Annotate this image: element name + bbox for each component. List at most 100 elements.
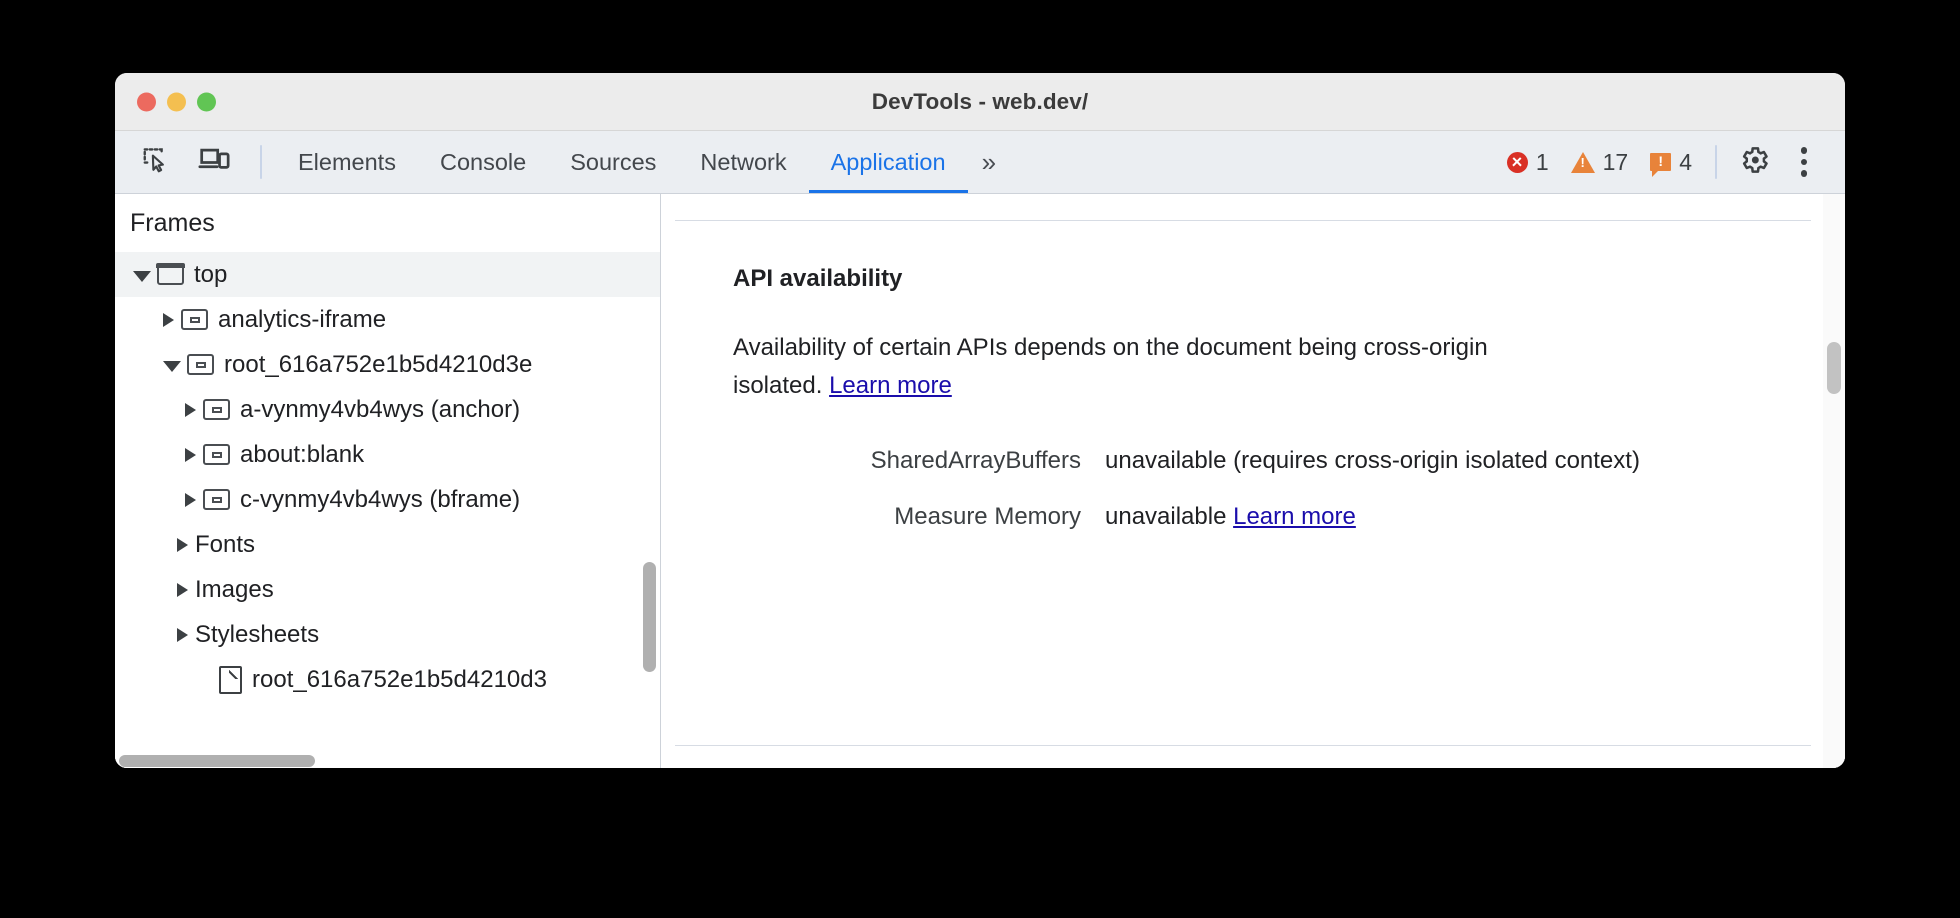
more-tabs-button[interactable]: » xyxy=(968,131,1012,193)
row-shared-array-buffers-status: unavailable xyxy=(1105,447,1227,475)
devtools-toolbar: Elements Console Sources Network Applica… xyxy=(115,131,1845,194)
window-titlebar: DevTools - web.dev/ xyxy=(115,73,1845,131)
section-description: Availability of certain APIs depends on … xyxy=(733,329,1523,404)
frame-icon xyxy=(203,489,230,510)
chevron-right-icon[interactable] xyxy=(163,312,174,327)
inspect-element-button[interactable] xyxy=(130,138,182,186)
learn-more-link-measure-memory[interactable]: Learn more xyxy=(1233,502,1356,530)
tree-item-analytics-iframe[interactable]: analytics-iframe xyxy=(115,297,660,342)
sidebar-horizontal-scrollbar-track xyxy=(115,752,660,768)
device-toolbar-button[interactable] xyxy=(188,138,240,186)
tree-item-stylesheet-file-label: root_616a752e1b5d4210d3 xyxy=(252,665,547,693)
window-title: DevTools - web.dev/ xyxy=(871,88,1089,114)
chevron-right-icon[interactable] xyxy=(177,627,188,642)
chevron-right-icon[interactable] xyxy=(177,537,188,552)
tab-sources-label: Sources xyxy=(570,148,657,175)
tab-elements-label: Elements xyxy=(298,148,396,175)
tab-console-label: Console xyxy=(439,148,527,175)
maximize-button[interactable] xyxy=(197,92,216,111)
tree-item-top[interactable]: top xyxy=(115,252,660,297)
main-menu-button[interactable] xyxy=(1779,138,1829,186)
toolbar-left-group xyxy=(115,131,276,193)
devtools-body: Frames top analytics-iframe xyxy=(115,194,1845,768)
row-shared-array-buffers-value: unavailable (requires cross-origin isola… xyxy=(1105,442,1819,479)
device-toolbar-icon xyxy=(198,145,230,180)
frame-top-icon xyxy=(156,263,185,285)
toolbar-divider-right xyxy=(1715,145,1717,179)
tab-console[interactable]: Console xyxy=(418,131,548,193)
panel-tabs: Elements Console Sources Network Applica… xyxy=(276,131,968,193)
tab-network[interactable]: Network xyxy=(678,131,808,193)
row-measure-memory-key: Measure Memory xyxy=(894,502,1081,530)
error-count: 1 xyxy=(1535,148,1549,175)
tree-item-stylesheets-label: Stylesheets xyxy=(195,620,320,648)
tree-item-anchor-frame[interactable]: a-vynmy4vb4wys (anchor) xyxy=(115,387,660,432)
tree-item-anchor-frame-label: a-vynmy4vb4wys (anchor) xyxy=(240,395,521,423)
minimize-button[interactable] xyxy=(167,92,186,111)
tree-item-about-blank[interactable]: about:blank xyxy=(115,432,660,477)
issue-icon xyxy=(1650,153,1672,177)
gear-icon xyxy=(1738,144,1770,181)
main-scroll-area: API availability Availability of certain… xyxy=(661,194,1845,768)
warning-count: 17 xyxy=(1602,148,1629,175)
inspect-element-icon xyxy=(141,145,171,180)
frames-tree: top analytics-iframe root_616a752e1b5d42… xyxy=(115,252,660,768)
tab-sources[interactable]: Sources xyxy=(548,131,678,193)
chevron-right-icon[interactable] xyxy=(185,447,196,462)
chevron-right-icon[interactable] xyxy=(177,582,188,597)
row-measure-memory: Measure Memory unavailable Learn more xyxy=(733,498,1819,535)
tree-item-stylesheet-file[interactable]: root_616a752e1b5d4210d3 xyxy=(115,657,660,702)
tree-item-analytics-iframe-label: analytics-iframe xyxy=(218,305,387,333)
settings-button[interactable] xyxy=(1729,138,1779,186)
row-measure-memory-value: unavailable Learn more xyxy=(1105,498,1819,535)
tree-item-images[interactable]: Images xyxy=(115,567,660,612)
frames-sidebar: Frames top analytics-iframe xyxy=(115,194,661,768)
tree-item-fonts-label: Fonts xyxy=(195,530,256,558)
section-title: API availability xyxy=(733,265,903,292)
toolbar-divider xyxy=(260,145,262,179)
tree-item-top-label: top xyxy=(194,260,228,288)
chevron-down-icon[interactable] xyxy=(163,360,181,372)
warning-icon xyxy=(1570,151,1595,173)
chevron-right-icon[interactable] xyxy=(185,402,196,417)
section-description-text: Availability of certain APIs depends on … xyxy=(733,334,1488,399)
application-main-panel: API availability Availability of certain… xyxy=(661,194,1845,768)
document-icon xyxy=(219,665,242,694)
tree-item-fonts[interactable]: Fonts xyxy=(115,522,660,567)
tree-item-about-blank-label: about:blank xyxy=(240,440,365,468)
sidebar-horizontal-scrollbar[interactable] xyxy=(119,755,315,767)
tab-application[interactable]: Application xyxy=(808,131,968,193)
main-vertical-scrollbar[interactable] xyxy=(1827,342,1841,394)
issue-counter[interactable]: 4 xyxy=(1639,148,1703,177)
main-vertical-scrollbar-track xyxy=(1823,194,1845,768)
tab-elements[interactable]: Elements xyxy=(276,131,418,193)
tab-network-label: Network xyxy=(700,148,787,175)
devtools-window: DevTools - web.dev/ xyxy=(115,73,1845,768)
api-availability-rows: SharedArrayBuffers unavailable (requires… xyxy=(733,442,1819,534)
tree-item-stylesheets[interactable]: Stylesheets xyxy=(115,612,660,657)
kebab-menu-icon xyxy=(1800,147,1808,177)
close-button[interactable] xyxy=(137,92,156,111)
chevron-double-right-icon: » xyxy=(981,146,997,177)
tab-application-label: Application xyxy=(830,148,946,175)
issue-count: 4 xyxy=(1679,148,1692,175)
chevron-down-icon[interactable] xyxy=(133,270,151,282)
chevron-right-icon[interactable] xyxy=(185,492,196,507)
api-availability-section: API availability Availability of certain… xyxy=(661,221,1819,535)
tree-item-bframe[interactable]: c-vynmy4vb4wys (bframe) xyxy=(115,477,660,522)
row-shared-array-buffers-key: SharedArrayBuffers xyxy=(870,447,1081,475)
error-counter[interactable]: 1 xyxy=(1496,149,1560,176)
row-shared-array-buffers-note: (requires cross-origin isolated context) xyxy=(1233,447,1640,475)
tree-item-bframe-label: c-vynmy4vb4wys (bframe) xyxy=(240,485,521,513)
sidebar-vertical-scrollbar[interactable] xyxy=(643,562,656,672)
tree-item-root-frame[interactable]: root_616a752e1b5d4210d3e xyxy=(115,342,660,387)
warning-counter[interactable]: 17 xyxy=(1560,149,1640,176)
section-divider-bottom xyxy=(675,745,1811,746)
row-measure-memory-status: unavailable xyxy=(1105,502,1227,530)
toolbar-right-group: 1 17 4 xyxy=(1496,131,1845,193)
learn-more-link-description[interactable]: Learn more xyxy=(829,371,952,399)
tree-item-root-frame-label: root_616a752e1b5d4210d3e xyxy=(224,350,533,378)
tree-item-images-label: Images xyxy=(195,575,274,603)
sidebar-header: Frames xyxy=(130,208,215,237)
